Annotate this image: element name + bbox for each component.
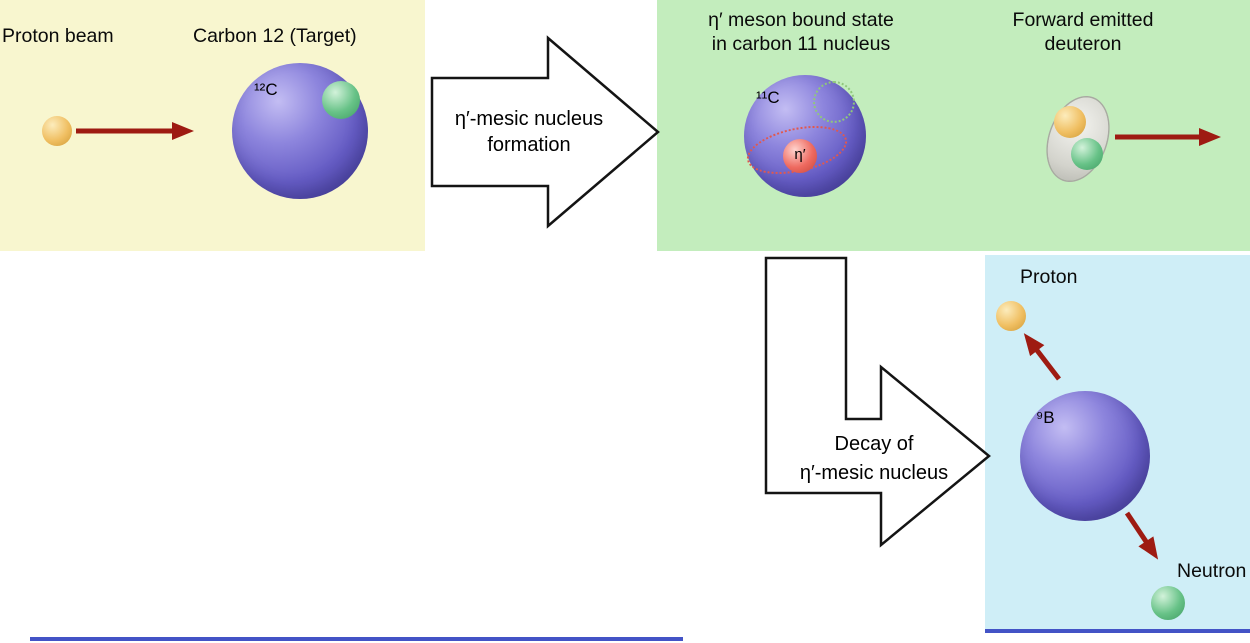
- proton-emission-arrow: [1023, 333, 1061, 381]
- formation-arrow-label-line1: η′-mesic nucleus: [454, 108, 604, 130]
- decay-neutron-particle: [1151, 586, 1185, 620]
- deuteron-title: Forward emitted deuteron: [985, 8, 1181, 56]
- deuteron-emission-arrow: [1115, 128, 1221, 146]
- bound-state-title: η′ meson bound state in carbon 11 nucleu…: [668, 8, 934, 56]
- bound-state-title-line2: in carbon 11 nucleus: [711, 33, 891, 55]
- formation-arrow-label-line2: formation: [487, 134, 571, 156]
- decay-proton-label: Proton: [1020, 266, 1078, 288]
- deuteron-title-line2: deuteron: [1044, 33, 1122, 55]
- deuteron-title-line1: Forward emitted: [1012, 9, 1154, 31]
- decay-arrow-label-line2: η′-mesic nucleus: [799, 462, 949, 484]
- eta-prime-meson: [783, 139, 817, 173]
- proton-beam-label: Proton beam: [2, 25, 114, 47]
- deuteron-neutron-particle: [1071, 138, 1103, 170]
- removed-neutron-dotted-circle: [813, 81, 855, 123]
- decay-proton-particle: [996, 301, 1026, 331]
- boron9-nucleus-label: ⁹B: [1036, 408, 1055, 427]
- carbon12-target-label: Carbon 12 (Target): [193, 25, 357, 47]
- beam-arrow: [76, 122, 194, 140]
- formation-arrow-label: η′-mesic nucleus formation: [430, 106, 628, 158]
- carbon11-nucleus-label: ¹¹C: [756, 88, 780, 107]
- deuteron-proton-particle: [1054, 106, 1086, 138]
- proton-beam-particle: [42, 116, 72, 146]
- decay-block-arrow: [764, 256, 991, 548]
- carbon12-nucleus-label: ¹²C: [254, 80, 278, 99]
- eta-prime-meson-label: η′: [794, 146, 806, 163]
- neutron-emission-arrow: [1124, 511, 1159, 560]
- formation-block-arrow: [430, 35, 660, 229]
- bound-state-title-line1: η′ meson bound state: [708, 9, 894, 31]
- boron9-nucleus: [1020, 391, 1150, 521]
- decay-arrow-label: Decay of η′-mesic nucleus: [758, 430, 990, 488]
- decay-neutron-label: Neutron: [1177, 560, 1247, 582]
- neutron-on-carbon12: [322, 81, 360, 119]
- bottom-blue-line-right: [985, 629, 1250, 633]
- bottom-blue-line-left: [30, 637, 683, 641]
- decay-arrow-label-line1: Decay of: [834, 433, 914, 455]
